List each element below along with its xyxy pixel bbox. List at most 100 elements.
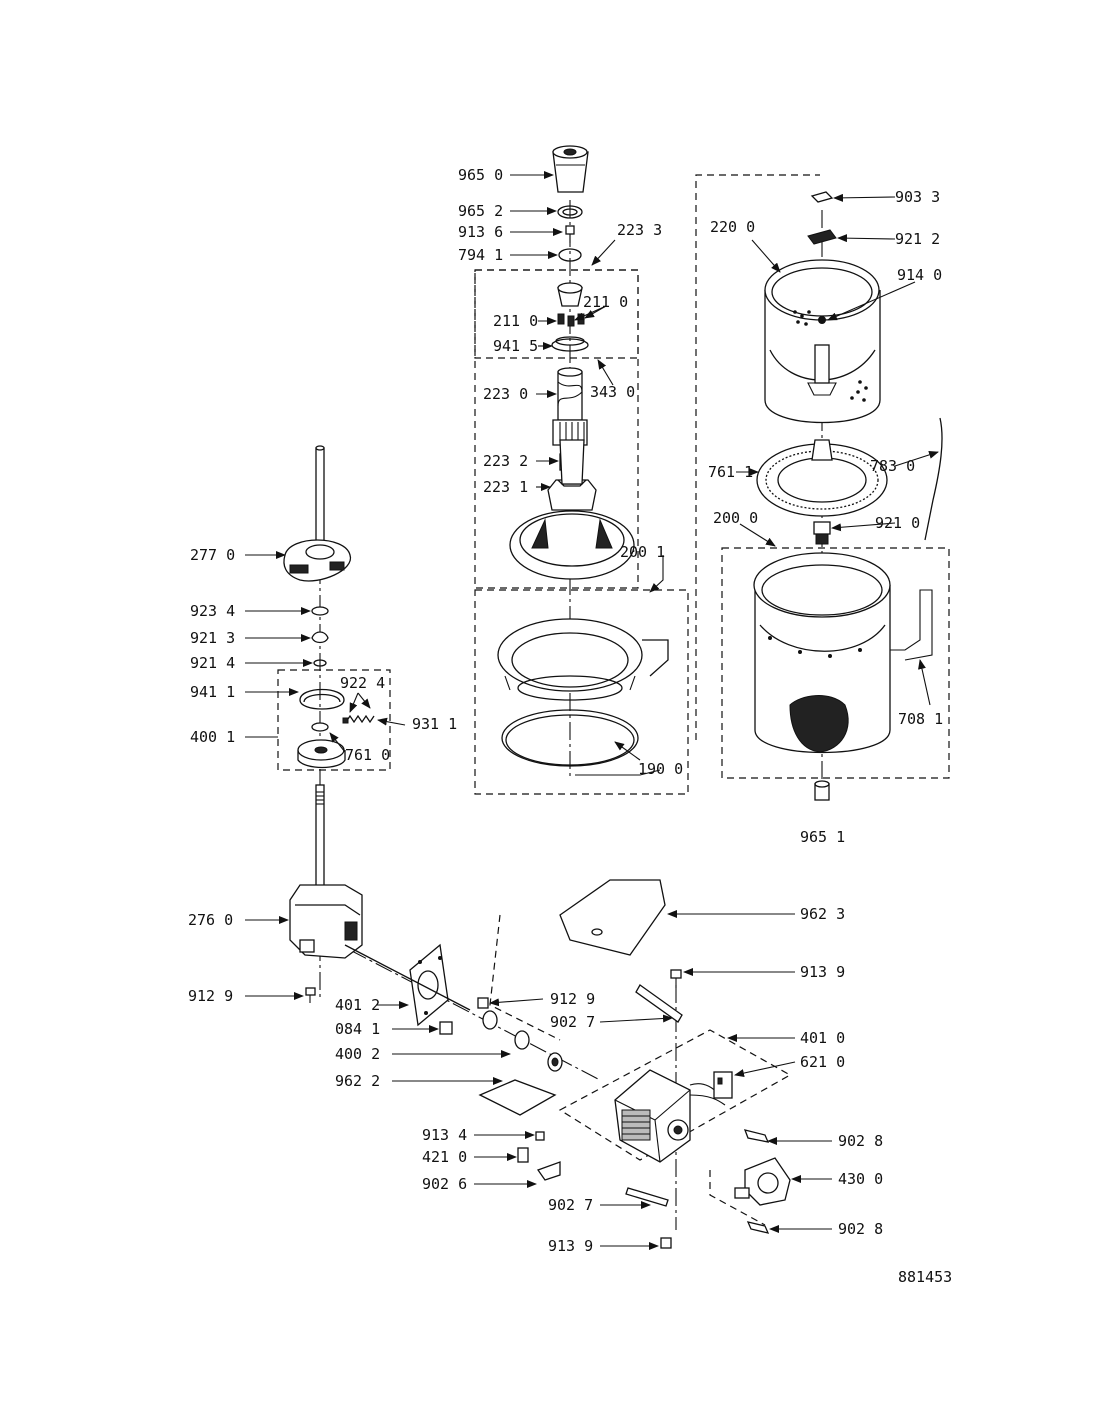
callout-962-2: 962 2 [335,1072,380,1090]
callout-965-2: 965 2 [458,202,503,220]
motor-mount-bracket-part [517,1131,561,1181]
callout-923-4: 923 4 [190,602,235,620]
brake-cam-part [311,722,329,732]
pulley-912-9-part [477,997,489,1009]
bracket-902-7-bottom-part [625,1187,669,1207]
callout-276-0: 276 0 [188,911,233,929]
basket-clip-part [810,191,834,203]
group-box-200-1 [474,589,689,795]
callout-708-1: 708 1 [898,710,943,728]
callout-labels: 965 0 965 2 913 6 794 1 223 3 211 0 211 … [188,166,943,1255]
callout-903-3: 903 3 [895,188,940,206]
o-ring-part [558,248,582,262]
callout-965-0: 965 0 [458,166,503,184]
bolt-912-9-left-part [305,987,316,1003]
agitator-cap-part [552,145,589,193]
callout-902-8-top: 902 8 [838,1132,883,1150]
drive-shaft-part [315,445,325,555]
callout-200-1: 200 1 [620,543,665,561]
callout-912-9-left: 912 9 [188,987,233,1005]
drain-nut-part [814,780,830,801]
agitator-dogs-part [557,313,585,327]
lower-shaft-part [315,784,325,898]
callout-912-9-right: 912 9 [550,990,595,1008]
callout-783-0: 783 0 [870,457,915,475]
shield-962-2-part [478,1079,557,1116]
nut-084-1-part [439,1021,453,1035]
callout-211-0-left: 211 0 [493,312,538,330]
callout-421-0: 421 0 [422,1148,467,1166]
basket-clip-921-2-part [807,229,837,245]
callout-921-2: 921 2 [895,230,940,248]
coupling-400-2-part [482,1010,563,1072]
callout-400-1: 400 1 [190,728,235,746]
agitator-base-part [509,439,635,580]
group-box-430-0-link [709,1170,766,1226]
callout-962-3: 962 3 [800,905,845,923]
callout-343-0: 343 0 [590,383,635,401]
washer-921-4-part [313,659,327,667]
callout-902-8-bottom: 902 8 [838,1220,883,1238]
basket-drive-ring-part [756,439,888,517]
callout-913-4: 913 4 [422,1126,467,1144]
callout-223-0: 223 0 [483,385,528,403]
callout-200-0: 200 0 [713,509,758,527]
callout-223-2: 223 2 [483,452,528,470]
callout-941-5: 941 5 [493,337,538,355]
motor-part [614,1069,726,1163]
callout-921-4: 921 4 [190,654,235,672]
group-box-top-link [695,174,820,740]
callout-220-0: 220 0 [710,218,755,236]
callout-400-2: 400 2 [335,1045,380,1063]
callout-931-1: 931 1 [412,715,457,733]
callout-401-2: 401 2 [335,996,380,1014]
bolt-913-9-bottom-part [660,1237,672,1249]
clip-902-8-bottom-part [746,1221,770,1234]
callout-794-1: 794 1 [458,246,503,264]
shield-962-3-hole-part [591,928,603,936]
callout-941-1: 941 1 [190,683,235,701]
tub-ring-part [497,618,669,701]
washer-923-4-part [311,606,329,616]
clutch-assembly-part [283,539,351,582]
capacitor-621-0-part [713,1071,733,1099]
callout-401-0: 401 0 [800,1029,845,1047]
spin-basket-part [764,259,881,424]
callout-190-0: 190 0 [638,760,683,778]
mounting-plate-401-2-part [409,943,449,1027]
hose-783-0-part [924,417,943,541]
pump-430-0-part [734,1157,791,1206]
bracket-902-7-top-part [635,984,683,1023]
spring-922-4-part [342,714,375,724]
callout-902-7-top: 902 7 [550,1013,595,1031]
callout-921-0: 921 0 [875,514,920,532]
gearcase-part [289,884,363,959]
callout-921-3: 921 3 [190,629,235,647]
group-box-401-0 [558,1029,792,1161]
callout-430-0: 430 0 [838,1170,883,1188]
callout-211-0-right: 211 0 [583,293,628,311]
screw-913-6-part [565,225,575,243]
tub-seal-ring-part [501,709,639,767]
callout-621-0: 621 0 [800,1053,845,1071]
clip-902-8-top-part [743,1129,770,1143]
callout-223-1: 223 1 [483,478,528,496]
spring-washer-921-3-part [311,631,329,644]
callout-084-1: 084 1 [335,1020,380,1038]
callout-913-6: 913 6 [458,223,503,241]
callout-223-3: 223 3 [617,221,662,239]
group-box-200-0 [721,547,950,779]
bolt-913-9-top-part [670,969,682,988]
callout-913-9-bottom: 913 9 [548,1237,593,1255]
callout-902-7-bottom: 902 7 [548,1196,593,1214]
drive-belt-shaft-part [344,944,471,1011]
outer-tub-part [753,552,933,754]
document-id: 881453 [898,1268,952,1286]
agitator-dog-part [557,282,583,307]
callout-913-9-top: 913 9 [800,963,845,981]
auger-part [552,367,588,446]
brake-housing-400-1-part [297,739,346,769]
callout-965-1: 965 1 [800,828,845,846]
